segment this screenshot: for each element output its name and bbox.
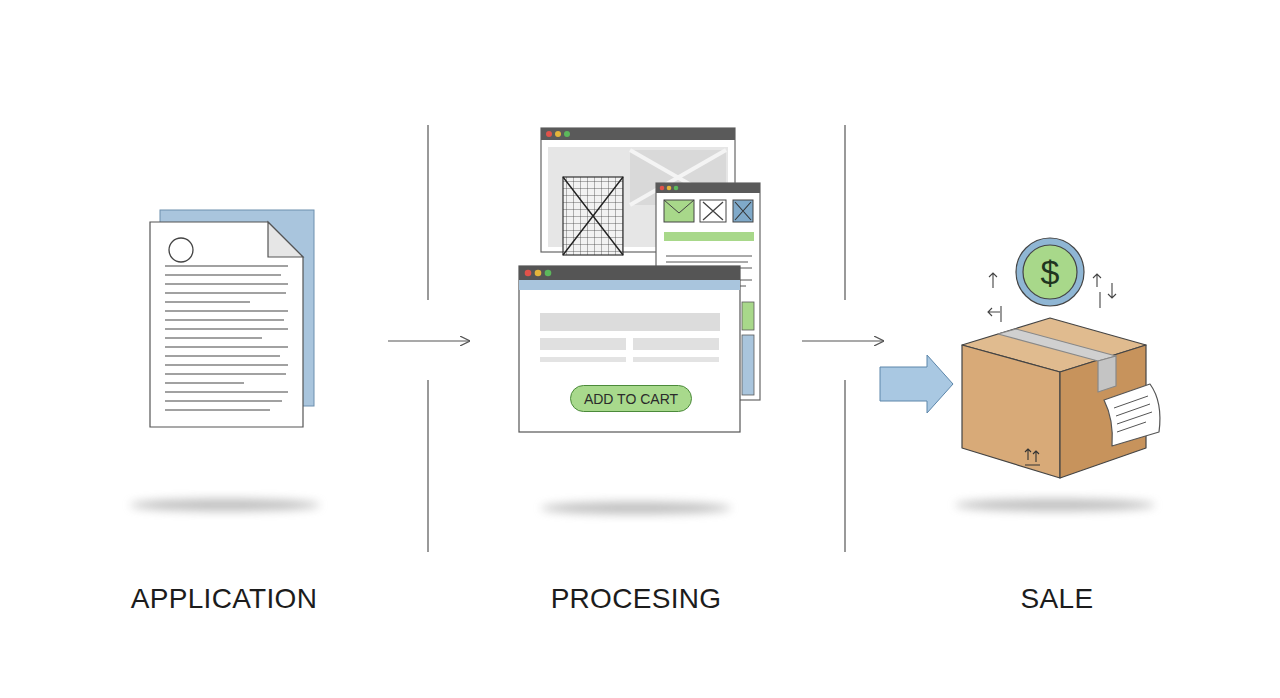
flow-connector xyxy=(802,340,884,341)
stage-label: SALE xyxy=(884,582,1230,616)
currency-symbol: $ xyxy=(1030,252,1070,292)
coin-icon xyxy=(1016,238,1084,306)
browser-window xyxy=(742,302,754,330)
browser-window xyxy=(633,357,719,362)
stage-panel: SALE xyxy=(884,120,1230,620)
browser-window xyxy=(519,266,740,280)
browser-window xyxy=(660,186,665,191)
browser-window xyxy=(535,270,542,277)
ground-shadow xyxy=(130,499,1155,514)
browser-window xyxy=(540,357,626,362)
browser-window xyxy=(664,200,694,222)
document-icon xyxy=(150,222,303,427)
divider-line xyxy=(428,125,845,552)
browser-window xyxy=(700,200,726,222)
ground-shadow xyxy=(541,502,731,514)
motion-arrow xyxy=(1093,274,1101,287)
coin-icon xyxy=(1016,238,1084,306)
browser-window xyxy=(563,177,623,255)
browser-window xyxy=(563,177,623,255)
divider-line xyxy=(427,380,428,552)
browser-window xyxy=(525,270,532,277)
browser-window xyxy=(519,266,740,432)
parcel-box xyxy=(998,329,1116,361)
flow-arrow xyxy=(880,355,953,413)
document-icon xyxy=(150,210,314,427)
browser-window xyxy=(540,338,626,350)
motion-arrow xyxy=(988,308,1000,316)
ground-shadow xyxy=(955,499,1155,511)
parcel-box xyxy=(1025,449,1040,465)
stage-panel: PROCESING ADD TO CART xyxy=(470,120,802,620)
stage-label: PROCESING xyxy=(470,582,802,616)
coin-icon xyxy=(1023,245,1077,299)
browser-window xyxy=(656,183,760,193)
browser-window xyxy=(633,338,719,350)
browser-window xyxy=(564,131,570,137)
browser-window xyxy=(735,202,751,220)
stage-panel: APPLICATION xyxy=(60,120,388,620)
motion-arrow xyxy=(989,273,997,288)
browser-window xyxy=(563,177,623,255)
button-label: ADD TO CART xyxy=(584,391,678,407)
browser-window xyxy=(541,128,735,140)
parcel-box xyxy=(1114,396,1152,432)
browser-window xyxy=(742,335,754,395)
cart-button: ADD TO CART xyxy=(570,385,692,412)
parcel-box xyxy=(1098,356,1116,392)
parcel-box xyxy=(962,345,1060,478)
flow-connector xyxy=(388,340,470,341)
browser-window xyxy=(664,200,694,213)
divider-line xyxy=(427,125,428,300)
browser-window xyxy=(733,200,753,222)
parcel-box xyxy=(1104,384,1160,446)
browser-window xyxy=(545,270,552,277)
document-icon xyxy=(268,222,303,257)
browser-window xyxy=(519,266,740,432)
divider-line xyxy=(844,380,845,552)
document-icon xyxy=(165,266,288,410)
parcel-box xyxy=(962,318,1160,478)
motion-arrow xyxy=(1099,292,1100,308)
browser-window xyxy=(519,280,740,290)
browser-window xyxy=(667,186,672,191)
ground-shadow xyxy=(130,499,320,511)
motion-arrow xyxy=(1000,306,1001,322)
browser-window xyxy=(703,202,723,220)
document-icon xyxy=(169,238,193,262)
stage-label: APPLICATION xyxy=(60,582,388,616)
browser-window xyxy=(555,131,561,137)
motion-arrow xyxy=(1108,283,1116,298)
browser-window xyxy=(546,131,552,137)
divider-line xyxy=(844,125,845,300)
browser-window xyxy=(540,313,720,331)
browser-window xyxy=(664,232,754,241)
browser-window xyxy=(674,186,679,191)
